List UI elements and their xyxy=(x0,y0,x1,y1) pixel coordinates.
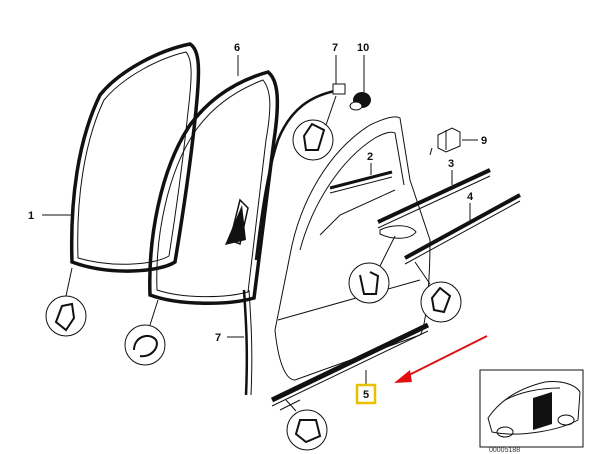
part-8-window-guide xyxy=(225,83,346,261)
callout-1: 1 xyxy=(28,210,34,222)
part-2-strip xyxy=(329,170,393,194)
callout-9: 9 xyxy=(481,135,487,147)
leader-lines xyxy=(42,55,478,384)
part-3-molding xyxy=(377,168,491,229)
callout-2: 2 xyxy=(367,151,373,163)
callout-8: 7 xyxy=(332,42,338,54)
callout-10: 10 xyxy=(357,42,369,54)
callout-5: 5 xyxy=(363,389,369,401)
detail-circles xyxy=(45,95,462,451)
callout-5-highlight xyxy=(355,383,377,405)
part-9-bracket xyxy=(429,127,461,156)
callout-4: 4 xyxy=(467,191,474,203)
callout-6: 6 xyxy=(234,42,240,54)
part-7-seal-strip xyxy=(242,289,253,396)
part-4-molding xyxy=(404,193,521,265)
part-10-plug xyxy=(349,92,371,111)
red-arrow xyxy=(394,335,488,383)
part-1-frame-seal xyxy=(69,42,201,273)
callout-labels: 1 6 7 10 2 3 4 7 9 5 xyxy=(28,42,487,401)
part-6-inner-seal xyxy=(148,70,280,306)
callout-3: 3 xyxy=(448,158,454,170)
door-body xyxy=(274,116,431,381)
callout-7: 7 xyxy=(215,332,221,344)
part-5-rocker-trim xyxy=(270,322,430,411)
reference-code: 00005188 xyxy=(489,447,520,454)
car-inset: 00005188 xyxy=(479,369,584,454)
